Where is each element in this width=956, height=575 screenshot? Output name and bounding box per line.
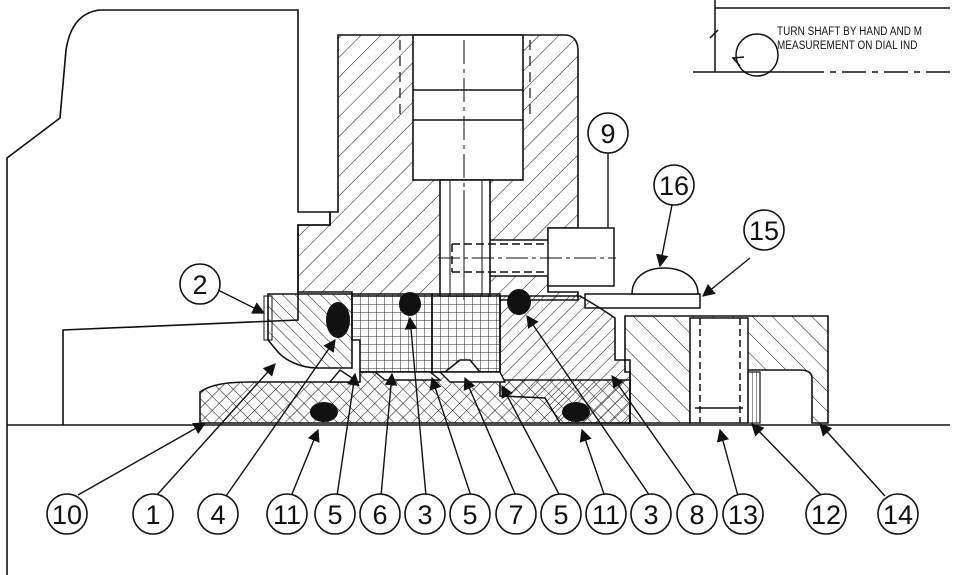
leader-11b <box>579 428 605 495</box>
callout-5b: 5 <box>449 493 491 535</box>
callout-9-label: 9 <box>600 119 615 149</box>
callout-5c: 5 <box>540 493 582 535</box>
leader-1 <box>155 363 276 497</box>
insert-gasket <box>263 295 273 341</box>
leader-10 <box>77 422 207 496</box>
callout-14: 14 <box>877 493 919 535</box>
shaft <box>6 424 950 575</box>
callout-1: 1 <box>132 493 174 535</box>
leader-7 <box>463 376 517 497</box>
leader-5c <box>501 384 561 497</box>
callout-3b: 3 <box>630 493 672 535</box>
callout-8: 8 <box>676 493 718 535</box>
lip-seals <box>328 369 507 383</box>
callout-2-label: 2 <box>192 270 207 300</box>
o-rings <box>310 289 590 422</box>
shaft-sleeve <box>199 371 631 424</box>
callout-3b-label: 3 <box>643 500 658 530</box>
leader-11a <box>291 428 320 495</box>
callout-2: 2 <box>179 263 221 305</box>
callout-7: 7 <box>495 493 537 535</box>
callout-4-label: 4 <box>210 500 225 530</box>
callout-9: 9 <box>587 112 629 154</box>
callout-16: 16 <box>653 164 695 206</box>
leader-6 <box>380 372 398 497</box>
gland-port <box>399 34 531 297</box>
note-line-2: MEASUREMENT ON DIAL IND <box>777 40 918 52</box>
callout-3a: 3 <box>404 493 446 535</box>
callout-11b-label: 11 <box>592 500 620 530</box>
set-screw <box>689 317 749 424</box>
leader-8 <box>611 374 697 497</box>
bearing-housing <box>6 9 331 425</box>
callout-14-label: 14 <box>883 500 913 530</box>
leader-13 <box>716 428 739 497</box>
callout-13: 13 <box>722 493 764 535</box>
callout-15-label: 15 <box>749 216 779 246</box>
callout-10-label: 10 <box>52 500 82 530</box>
leader-5a <box>336 372 360 497</box>
leader-5b <box>429 376 472 497</box>
leader-12 <box>751 423 823 497</box>
callout-5a-label: 5 <box>327 500 342 530</box>
leader-4 <box>225 338 336 497</box>
callout-8-label: 8 <box>689 500 704 530</box>
callout-6: 6 <box>359 493 401 535</box>
callout-3a-label: 3 <box>417 500 432 530</box>
callout-11a-label: 11 <box>273 500 301 530</box>
leader-3a <box>404 316 427 497</box>
callout-15: 15 <box>743 209 785 251</box>
callout-5c-label: 5 <box>553 500 568 530</box>
callout-16-label: 16 <box>659 171 689 201</box>
note-line-1: TURN SHAFT BY HAND AND M <box>777 26 923 38</box>
leader-15 <box>702 257 751 297</box>
leader-3b <box>526 314 651 497</box>
leader-14 <box>819 423 886 497</box>
callout-1-label: 1 <box>145 500 160 530</box>
callout-5b-label: 5 <box>462 500 477 530</box>
leader-2 <box>217 289 266 314</box>
callout-11b: 11 <box>585 493 627 535</box>
callout-6-label: 6 <box>372 500 387 530</box>
callout-7-label: 7 <box>508 500 523 530</box>
leader-16 <box>656 204 673 268</box>
leader-lines <box>77 153 886 497</box>
cap-screw <box>438 227 616 287</box>
note-box <box>693 0 950 77</box>
callout-balloons: 2 9 16 15 10 1 4 11 5 6 3 5 7 5 11 3 8 1… <box>46 112 919 535</box>
callout-13-label: 13 <box>728 500 758 530</box>
callout-12-label: 12 <box>811 500 841 530</box>
rotating-face-2 <box>431 293 501 373</box>
callout-4: 4 <box>197 493 239 535</box>
collar-spacer <box>747 371 761 424</box>
rotate-arrow-icon <box>731 56 745 67</box>
callout-10: 10 <box>46 493 88 535</box>
callout-11a: 11 <box>266 493 308 535</box>
callout-5a: 5 <box>314 493 356 535</box>
callout-12: 12 <box>805 493 847 535</box>
